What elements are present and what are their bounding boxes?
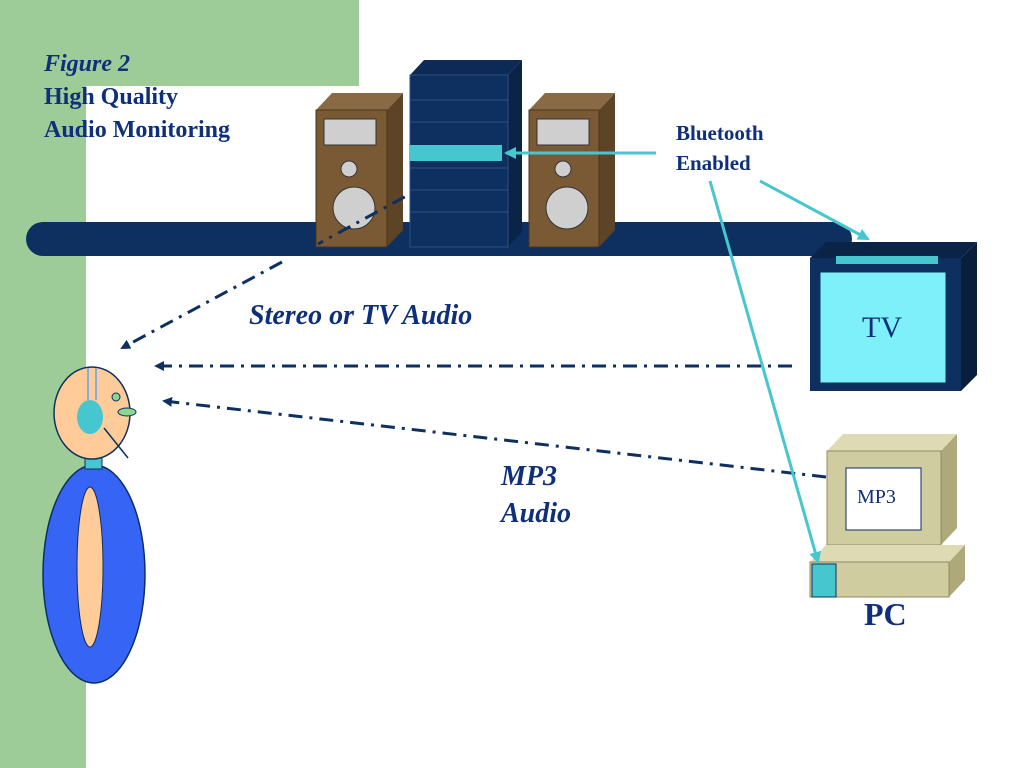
mp3-audio-label: MP3 Audio <box>501 458 571 532</box>
figure-number: Figure 2 <box>44 51 131 77</box>
stereo-tv-audio-label: Stereo or TV Audio <box>249 300 473 331</box>
tv-icon <box>810 242 977 391</box>
bluetooth-arrow-tv <box>759 179 870 241</box>
pc-icon <box>809 434 965 598</box>
pc-screen-label: MP3 <box>857 486 896 508</box>
right-speaker-icon <box>528 93 615 248</box>
pc-label: PC <box>864 596 907 632</box>
mp3-audio-label-line-2: Audio <box>501 498 572 529</box>
mp3-audio-label-line-1: MP3 <box>501 461 557 492</box>
bluetooth-label-line-2: Enabled <box>676 151 751 175</box>
stereo-audio-path <box>317 180 433 246</box>
bluetooth-label-line-1: Bluetooth <box>676 121 764 145</box>
figure-title: Figure 2 High Quality Audio Monitoring <box>44 48 230 147</box>
left-speaker-icon <box>315 93 403 248</box>
tv-label: TV <box>862 311 902 344</box>
mp3-audio-arrow <box>162 396 827 479</box>
person-headset-icon <box>42 366 146 684</box>
green-header-block <box>0 0 359 86</box>
stereo-tower-icon <box>409 60 522 248</box>
title-line-1: High Quality <box>44 84 179 110</box>
title-line-2: Audio Monitoring <box>44 117 231 143</box>
bluetooth-arrow-pc <box>708 180 822 564</box>
bluetooth-label: Bluetooth Enabled <box>676 118 764 178</box>
